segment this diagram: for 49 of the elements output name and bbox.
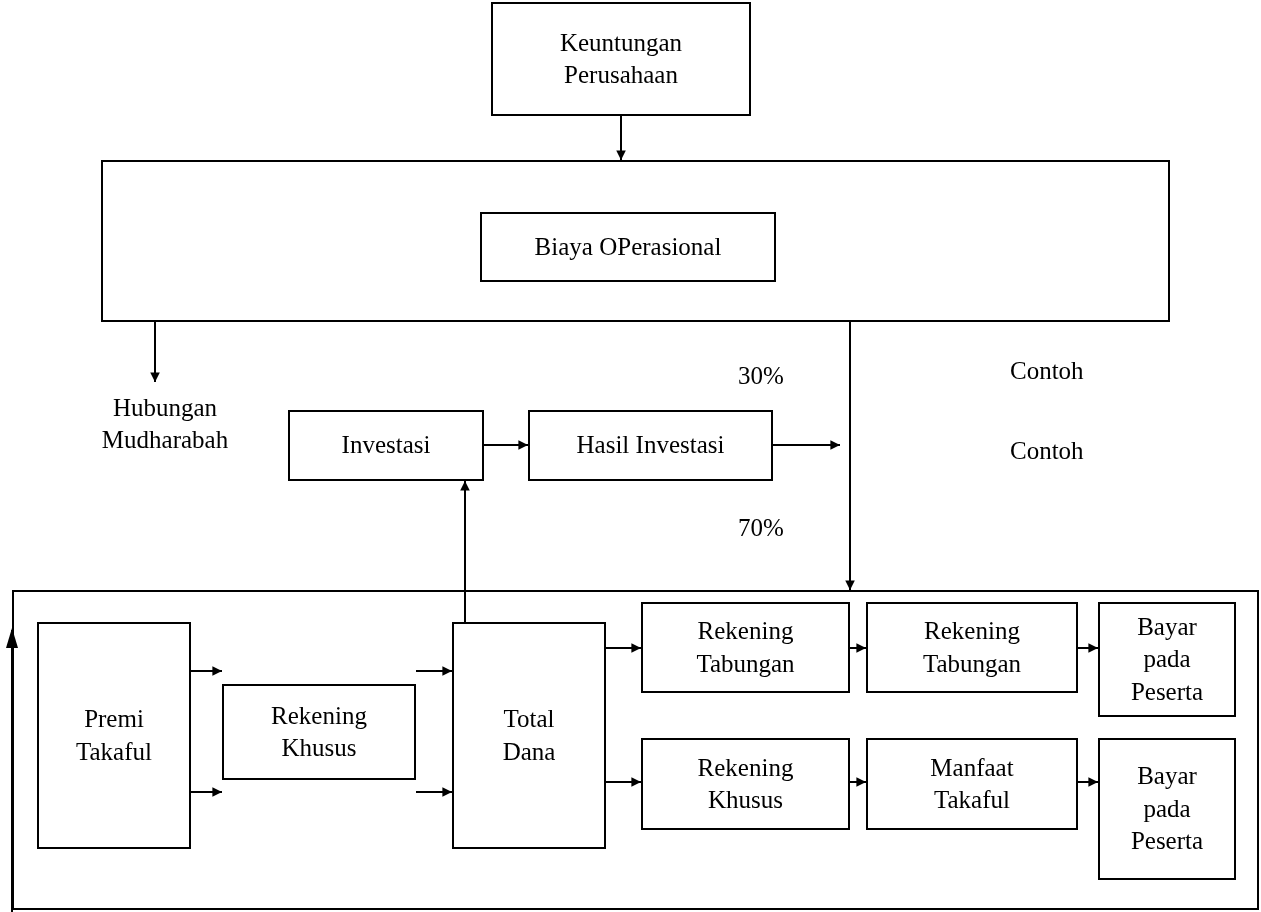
box-label: Rekening Tabungan [695,616,796,679]
arrow [190,787,223,797]
box-label: Rekening Khusus [696,752,795,815]
process-box [641,602,850,693]
box-label: Investasi [341,430,431,461]
box-label: Premi Takaful [75,704,153,767]
arrow [1077,777,1099,787]
arrow [849,643,867,653]
arrow [605,643,642,653]
percentage-label: 30% [738,362,784,390]
box-label: Biaya OPerasional [534,231,722,262]
percentage-label: 70% [738,514,784,542]
arrow [483,440,529,450]
process-box [866,602,1078,693]
arrow [415,666,453,676]
process-box [1098,738,1236,880]
process-box [452,622,606,849]
box-label: Bayar pada Peserta [1129,611,1205,707]
arrow [190,666,223,676]
arrow [772,440,841,450]
process-box [528,410,773,481]
arrow [849,777,867,787]
note-text: Contoh [1010,437,1084,465]
container-box [12,590,1259,910]
arrow [460,480,470,623]
arrow [415,787,453,797]
process-box [37,622,191,849]
arrow [845,321,855,591]
process-box [866,738,1078,830]
process-box [222,684,416,780]
process-box [288,410,484,481]
box-label: Hasil Investasi [576,430,725,461]
arrow [616,115,626,161]
arrow [605,777,642,787]
process-box [480,212,776,282]
arrow [150,321,160,383]
box-label: Rekening Tabungan [921,616,1023,679]
process-box [1098,602,1236,717]
process-box [641,738,850,830]
box-label: Total Dana [501,704,557,767]
container-box [101,160,1170,322]
arrow [1077,643,1099,653]
box-label: Rekening Khusus [270,700,368,763]
box-label: Manfaat Takaful [929,752,1015,815]
process-box [491,2,751,116]
box-label: Bayar pada Peserta [1129,761,1205,857]
relation-label: Hubungan Mudharabah [100,392,230,455]
note-text: Contoh [1010,357,1084,385]
box-label: Keuntungan Perusahaan [558,27,684,90]
